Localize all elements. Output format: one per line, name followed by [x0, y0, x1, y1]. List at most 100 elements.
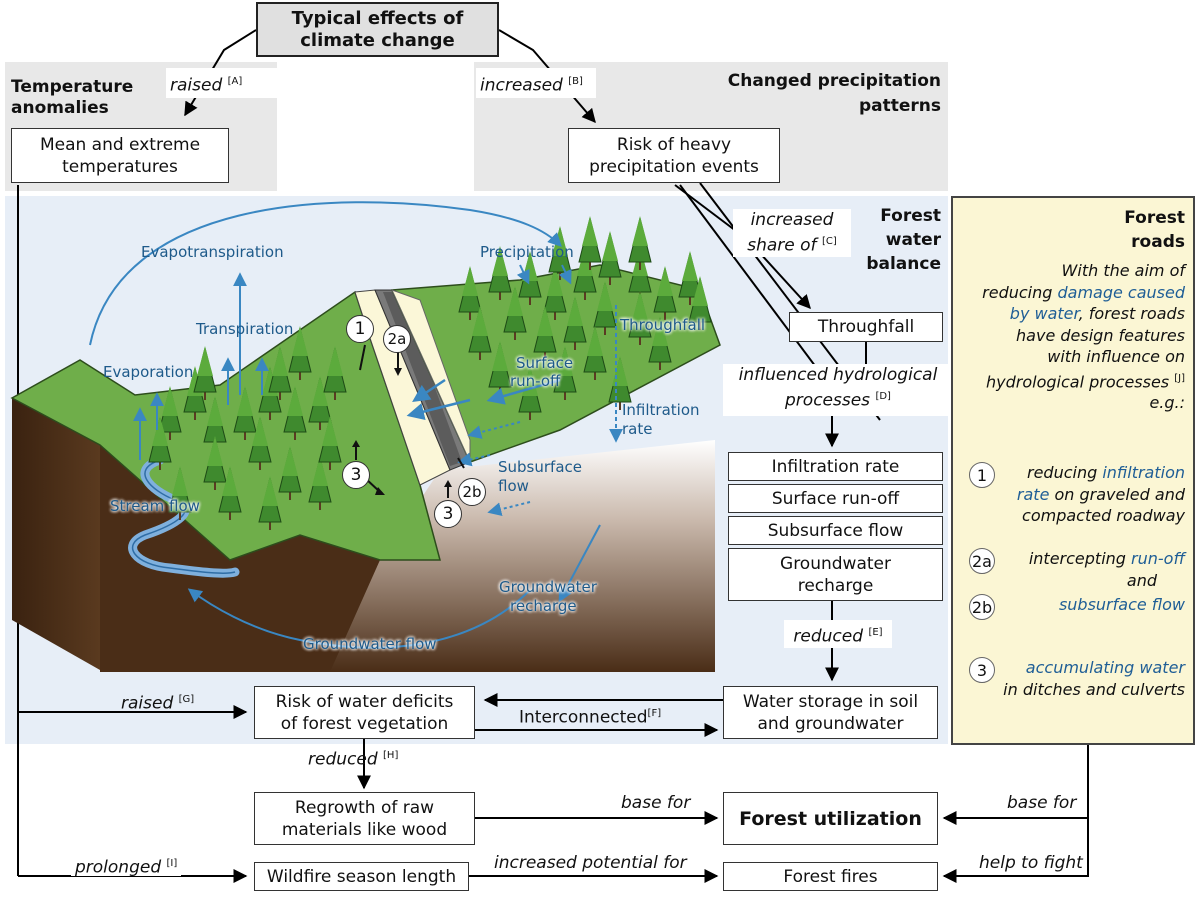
increased-potential-label: increased potential for: [490, 852, 691, 874]
precipitation-heading-1: Changed precipitation: [727, 71, 941, 91]
share-line1: increased: [750, 210, 834, 230]
forest-roads-heading-2: roads: [1131, 232, 1185, 252]
item3-line1: accumulating water: [1025, 658, 1185, 677]
base-for-label-left: base for: [617, 792, 695, 814]
tree: [488, 341, 512, 395]
water-deficit-risk-box: Risk of water deficits of forest vegetat…: [254, 686, 475, 739]
tree: [283, 386, 307, 440]
tree: [628, 291, 652, 345]
tree: [533, 306, 557, 360]
intro-line2b: damage caused: [1057, 282, 1185, 302]
intro-line2a: reducing: [982, 282, 1058, 302]
tree: [503, 286, 527, 340]
arrow-increased-precipitation: [498, 29, 596, 124]
precipitation-heading-2: patterns: [858, 96, 941, 116]
label-surface-runoff-2: run-off: [510, 372, 561, 390]
ref-h: [H]: [383, 750, 399, 761]
intro-line7: e.g.:: [1149, 393, 1185, 413]
subsurface-flow-box: Subsurface flow: [728, 516, 943, 545]
deficit-line1: Risk of water deficits: [275, 691, 454, 712]
tree: [218, 466, 242, 520]
ref-d: [D]: [875, 391, 891, 402]
ref-c: [C]: [821, 236, 837, 247]
intro-line3b: , forest roads: [1078, 304, 1185, 323]
tree: [323, 346, 347, 400]
title: Typical effects of climate change: [291, 7, 464, 51]
increased-share-label: increased share of [C]: [733, 209, 851, 257]
label-groundwater-recharge-2: recharge: [510, 597, 577, 615]
marker-2a: 2a: [383, 325, 411, 353]
increased-label-b: increased [B]: [476, 68, 596, 98]
ref-f: [F]: [647, 708, 662, 719]
cutslope: [391, 289, 471, 463]
influenced-line2: processes [D]: [727, 386, 949, 412]
soil-block-side: [12, 398, 100, 670]
precip-box-line1: Risk of heavy: [616, 134, 732, 155]
forest-roads-intro: With the aim of reducing damage caused b…: [955, 260, 1185, 414]
label-infiltration-1: Infiltration: [622, 401, 700, 419]
ref-b: [B]: [568, 76, 583, 87]
throughfall-box: Throughfall: [789, 312, 943, 342]
road-marker-1: 1: [969, 462, 995, 488]
infiltration-rate-box: Infiltration rate: [728, 452, 943, 481]
reduced-label-e: reduced [E]: [784, 620, 892, 648]
tree: [678, 251, 702, 305]
temp-box-line2: temperatures: [62, 156, 178, 177]
recharge-arrow: [558, 524, 601, 603]
water-balance-heading-2: water: [885, 230, 941, 250]
share-line2-text: share of: [747, 235, 817, 256]
raised-g-text: raised: [121, 693, 174, 714]
marker-3b: 3: [434, 500, 462, 528]
temperature-heading-2: anomalies: [11, 98, 109, 118]
label-infiltration-2: rate: [622, 420, 653, 438]
intro-line6a: hydrological processes: [986, 371, 1170, 391]
forest-roads-heading-1: Forest: [1124, 208, 1185, 228]
tree: [288, 326, 312, 380]
evapotranspiration-arc: [89, 201, 562, 346]
storage-line1: Water storage in soil: [742, 691, 919, 712]
intro-line5: with influence on: [1047, 347, 1185, 366]
item2a-line1: intercepting run-off: [995, 548, 1185, 570]
tree: [203, 396, 227, 450]
regrowth-box: Regrowth of raw materials like wood: [254, 792, 475, 845]
share-line2: share of [C]: [737, 231, 847, 257]
forest-roads-panel: Forest roads With the aim of reducing da…: [951, 196, 1195, 745]
prolonged-label-i: prolonged [I]: [71, 852, 182, 878]
arrow-roads-to-fires: [942, 745, 1089, 883]
reduced-label-h: reduced [H]: [304, 744, 420, 770]
forest-trees: [148, 216, 712, 530]
tree: [688, 276, 712, 330]
item2a-b: run-off: [1131, 549, 1185, 568]
recharge-line1: Groundwater: [780, 553, 891, 574]
item2a-a: intercepting: [1028, 549, 1132, 568]
water-storage-box: Water storage in soil and groundwater: [723, 686, 938, 739]
reduced-e-text: reduced: [793, 626, 864, 647]
interconnected-label: Interconnected[F]: [519, 703, 661, 729]
tree: [278, 446, 302, 500]
ref-g: [G]: [178, 694, 195, 705]
label-evapotranspiration: Evapotranspiration: [141, 243, 284, 261]
deficit-line2: of forest vegetation: [280, 713, 449, 734]
tree: [318, 416, 342, 470]
increased-text: increased: [480, 75, 563, 96]
tree: [233, 386, 257, 440]
intro-line3a: by water: [1009, 304, 1079, 323]
road-marker-2a: 2a: [969, 548, 995, 574]
label-stream-flow: Stream flow: [110, 497, 200, 515]
item1-a: reducing: [1026, 463, 1103, 482]
item1-b: infiltration: [1102, 463, 1185, 482]
tree: [458, 266, 482, 320]
item1-line3: compacted roadway: [1022, 506, 1185, 525]
tree: [168, 466, 192, 520]
help-to-fight-label: help to fight: [975, 852, 1087, 874]
soil-front-gradient: [330, 440, 715, 672]
tree: [543, 266, 567, 320]
forest-utilization-box: Forest utilization: [723, 792, 938, 845]
item1-d: on graveled and: [1049, 484, 1185, 504]
label-groundwater-flow: Groundwater flow: [303, 635, 437, 653]
tree: [598, 231, 622, 285]
reduced-h-text: reduced: [308, 749, 378, 770]
road-item-1: reducing infiltration rate on graveled a…: [995, 462, 1185, 527]
road-item-2a: intercepting run-off and: [995, 548, 1185, 591]
